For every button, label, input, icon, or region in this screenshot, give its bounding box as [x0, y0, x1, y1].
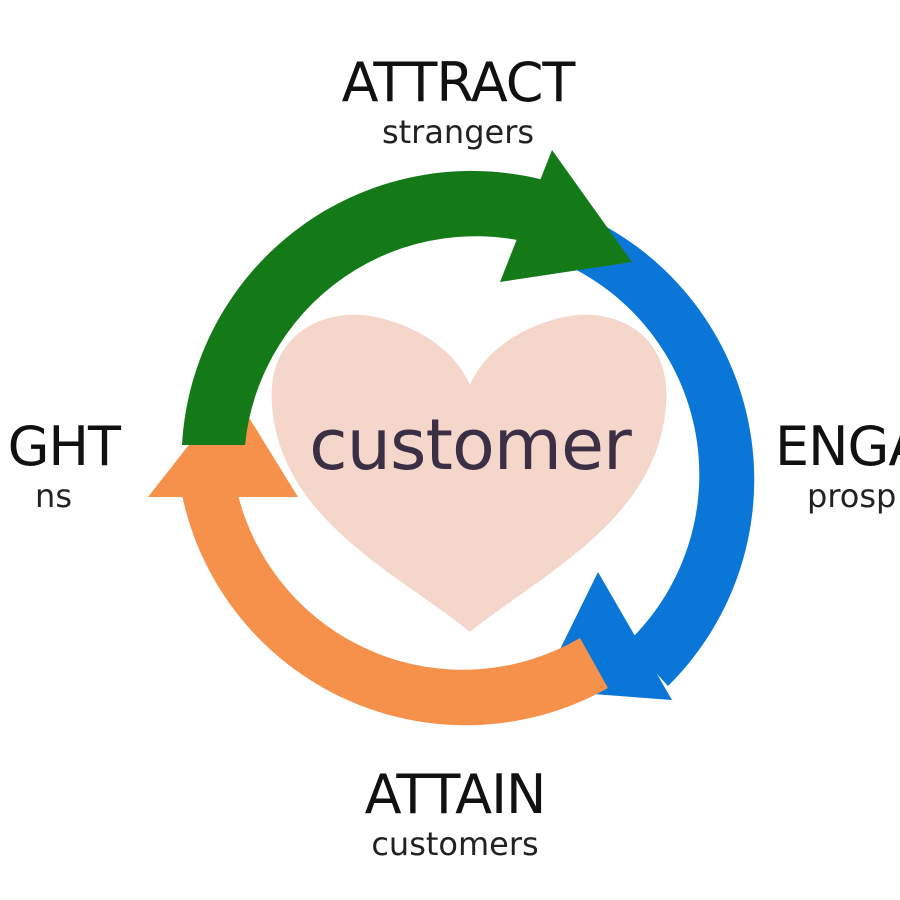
engage-arrow-shaft	[560, 216, 755, 686]
center-label: customer	[309, 404, 632, 486]
delight-label: GHT ns	[7, 415, 121, 515]
engage-subtitle: prosp	[807, 477, 897, 515]
delight-title: GHT	[7, 415, 121, 478]
delight-subtitle: ns	[35, 477, 72, 515]
attract-arrowhead	[500, 150, 632, 282]
heart-shape	[271, 314, 667, 632]
engage-label: ENGA prosp	[775, 415, 900, 515]
attain-label: ATTAIN customers	[364, 763, 547, 863]
attract-label: ATTRACT strangers	[341, 51, 576, 151]
engage-title: ENGA	[775, 415, 900, 478]
attain-title: ATTAIN	[364, 763, 547, 826]
attract-title: ATTRACT	[341, 51, 576, 114]
attain-arrow-shaft	[182, 495, 608, 726]
attain-subtitle: customers	[371, 825, 539, 863]
attract-subtitle: strangers	[381, 113, 535, 151]
